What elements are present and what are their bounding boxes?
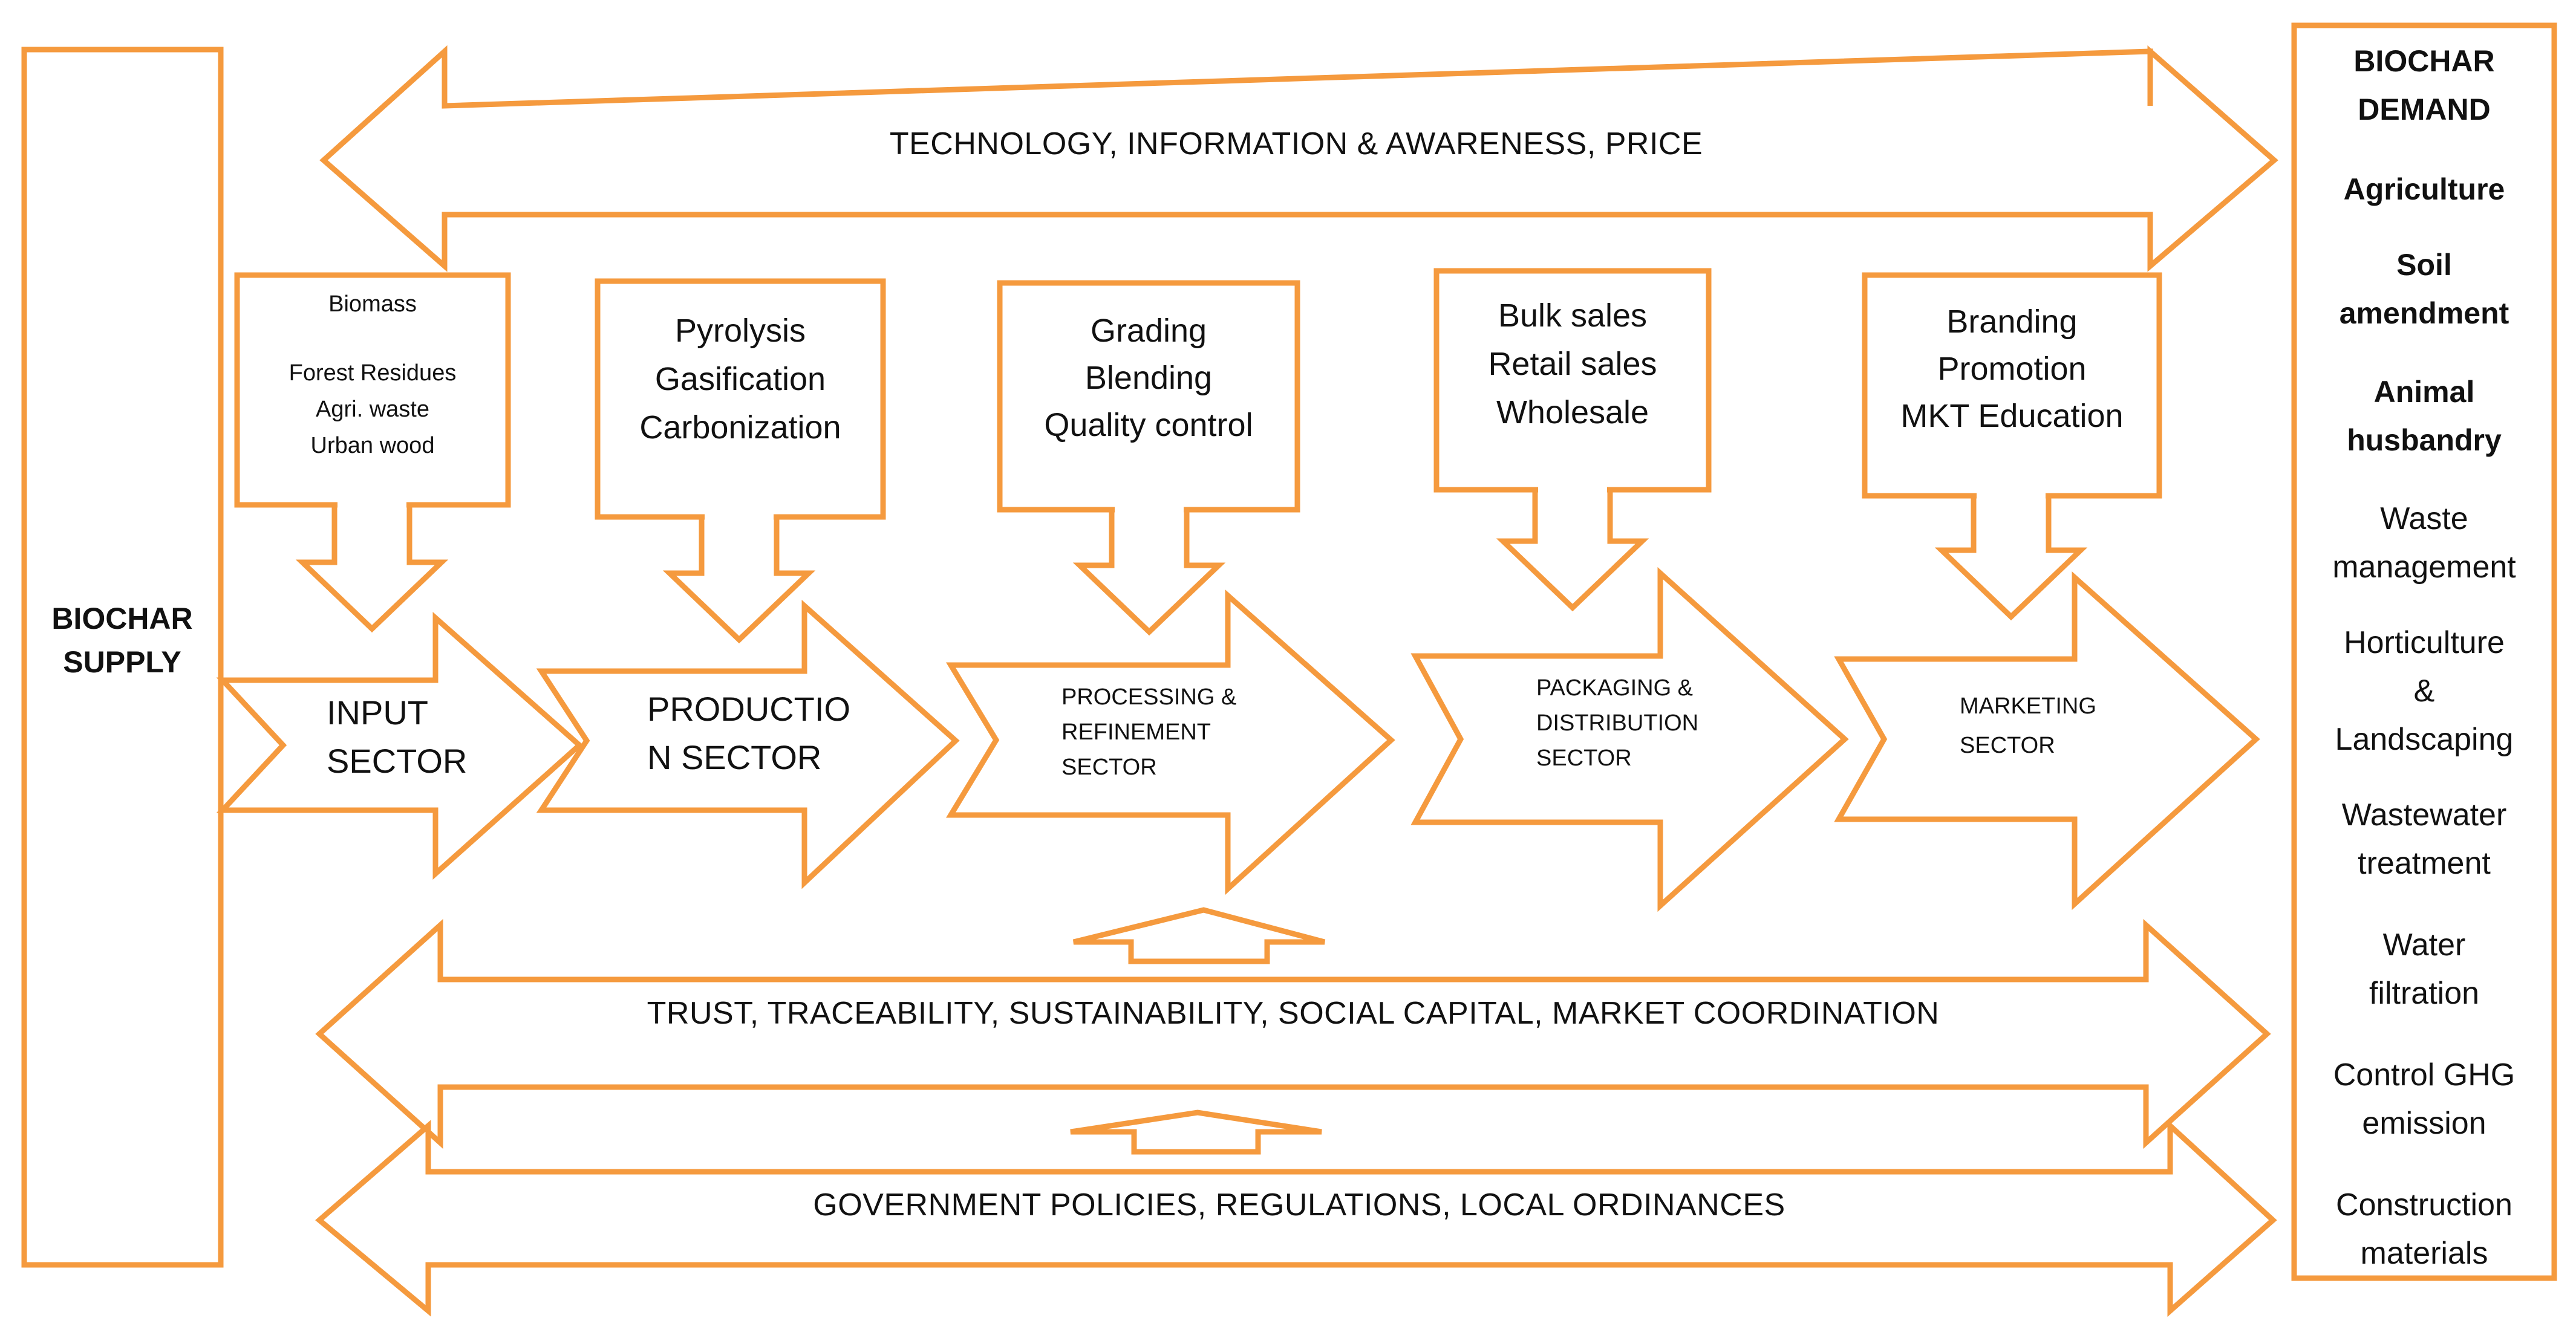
demand-item-0-line-0: Agriculture <box>2344 172 2505 206</box>
activity-box-3-line-0: Bulk sales <box>1498 297 1647 334</box>
activity-box-1-line-1: Gasification <box>655 361 826 397</box>
demand-item-3-line-1: management <box>2332 550 2516 585</box>
demand-item-8-line-0: Construction <box>2336 1187 2512 1223</box>
sector-3-label-line-1: DISTRIBUTION <box>1536 710 1698 736</box>
activity-box-3-line-2: Wholesale <box>1496 394 1649 430</box>
band-top-label: TECHNOLOGY, INFORMATION & AWARENESS, PRI… <box>890 126 1703 161</box>
demand-item-6-line-0: Water <box>2383 927 2466 963</box>
band-middle-label: TRUST, TRACEABILITY, SUSTAINABILITY, SOC… <box>647 996 1940 1031</box>
activity-box-frame-1 <box>595 278 886 520</box>
demand-item-7-line-1: emission <box>2362 1106 2486 1141</box>
up-arrow-lower <box>1070 1109 1322 1155</box>
demand-item-2-line-1: husbandry <box>2347 423 2502 457</box>
activity-box-3-line-1: Retail sales <box>1488 346 1657 382</box>
demand-item-3-line-0: Waste <box>2380 501 2468 536</box>
band-bottom-label: GOVERNMENT POLICIES, REGULATIONS, LOCAL … <box>813 1187 1785 1223</box>
band-middle-arrow <box>315 918 2271 1149</box>
supply-column <box>21 47 224 1268</box>
up-arrow-upper <box>1072 907 1326 964</box>
activity-box-2-line-2: Quality control <box>1044 407 1253 443</box>
sector-arrows: INPUT SECTOR PRODUCTIO N SECTOR PROCESSING &… <box>216 567 2260 912</box>
demand-item-1-line-0: Soil <box>2396 248 2452 282</box>
sector-arrow-4: MARKETING SECTOR <box>1834 571 2260 911</box>
sector-arrow-shape-0 <box>216 612 584 880</box>
band-bottom-arrow <box>315 1119 2277 1317</box>
demand-title-line-2: DEMAND <box>2358 93 2490 126</box>
demand-item-6-line-1: filtration <box>2369 976 2479 1011</box>
activity-box-0-line-3: Agri. waste <box>316 397 429 422</box>
demand-title-line-1: BIOCHAR <box>2353 44 2494 78</box>
activity-down-arrow-4 <box>1934 493 2088 621</box>
sector-arrow-3: PACKAGING & DISTRIBUTION SECTOR <box>1410 567 1849 912</box>
activity-down-arrow-0 <box>295 502 449 633</box>
activity-box-1-line-0: Pyrolysis <box>675 313 806 349</box>
sector-arrow-1: PRODUCTIO N SECTOR <box>536 599 960 889</box>
activity-down-arrow-3 <box>1496 487 1649 612</box>
activity-box-frame-4 <box>1862 272 2162 499</box>
sector-arrow-2: PROCESSING & REFINEMENT SECTOR <box>946 590 1395 895</box>
demand-item-4-line-1: & <box>2414 674 2435 709</box>
activity-box-0-line-2: Forest Residues <box>289 360 457 386</box>
activity-box-2-line-0: Grading <box>1091 313 1207 349</box>
sector-arrow-shape-2 <box>946 590 1395 895</box>
demand-item-5-line-1: treatment <box>2358 846 2491 881</box>
activity-down-arrow-2 <box>1072 507 1226 636</box>
activity-box-2-line-1: Blending <box>1085 360 1212 396</box>
activity-box-4-line-1: Promotion <box>1937 351 2086 387</box>
sector-4-label-line-0: MARKETING <box>1960 693 2096 719</box>
demand-item-8-line-1: materials <box>2361 1236 2488 1271</box>
activity-box-4-line-2: MKT Education <box>1900 398 2123 434</box>
sector-3-label-line-0: PACKAGING & <box>1536 675 1693 701</box>
demand-item-7-line-0: Control GHG <box>2333 1057 2516 1093</box>
activity-box-0-line-0: Biomass <box>328 291 417 317</box>
activity-box-frame-3 <box>1433 268 1712 493</box>
sector-1-label-line-1: N SECTOR <box>647 738 821 776</box>
sector-0-label-line-1: SECTOR <box>327 742 467 780</box>
sector-arrow-0: INPUT SECTOR <box>216 612 584 880</box>
activity-box-frame-0 <box>234 272 511 508</box>
sector-arrow-shape-3 <box>1410 567 1849 912</box>
sector-2-label-line-0: PROCESSING & <box>1061 684 1236 710</box>
supply-label-line-1: BIOCHAR <box>51 602 192 635</box>
sector-2-label-line-2: SECTOR <box>1061 755 1157 780</box>
sector-0-label-line-0: INPUT <box>327 693 428 732</box>
activity-box-1-line-2: Carbonization <box>639 409 841 446</box>
demand-item-2-line-0: Animal <box>2374 375 2475 409</box>
activity-box-4-line-0: Branding <box>1946 304 2077 340</box>
sector-arrow-shape-4 <box>1834 571 2260 911</box>
activity-box-0-line-4: Urban wood <box>311 433 435 458</box>
activity-box-frame-2 <box>997 280 1300 513</box>
demand-item-1-line-1: amendment <box>2340 296 2509 330</box>
demand-item-4-line-0: Horticulture <box>2344 625 2505 660</box>
sector-2-label-line-1: REFINEMENT <box>1061 719 1211 745</box>
sector-3-label-line-2: SECTOR <box>1536 745 1632 771</box>
demand-item-4-line-2: Landscaping <box>2335 722 2514 757</box>
supply-label-line-2: SUPPLY <box>63 645 181 679</box>
activity-down-arrow-1 <box>662 514 816 644</box>
band-top-arrow <box>319 45 2278 272</box>
sector-4-label-line-1: SECTOR <box>1960 733 2055 758</box>
sector-arrow-shape-1 <box>536 599 960 889</box>
demand-column <box>2291 22 2557 1281</box>
sector-1-label-line-0: PRODUCTIO <box>647 690 850 728</box>
demand-item-5-line-0: Wastewater <box>2342 797 2507 833</box>
